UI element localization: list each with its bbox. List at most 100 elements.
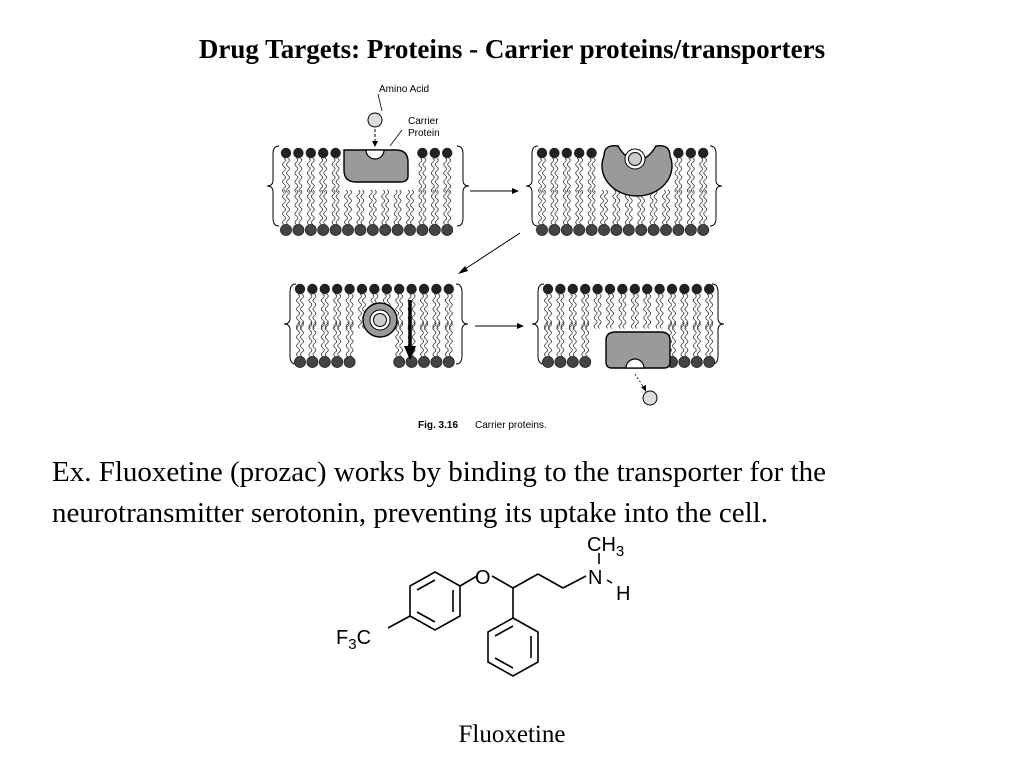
lipid-head [280, 224, 292, 236]
carrier-label-1: Carrier [408, 116, 439, 127]
lipid-head [573, 224, 586, 236]
oxygen-atom: O [475, 567, 491, 589]
lipid-head [703, 356, 716, 368]
lipid-head [342, 224, 354, 236]
lipid-tail [680, 293, 689, 329]
lipid-head [617, 283, 628, 295]
lipid-head [280, 147, 292, 159]
lipid-tail [294, 157, 303, 193]
lipid-tail [368, 189, 377, 225]
lipid-head [344, 283, 355, 295]
lipid-head [647, 224, 660, 236]
lipid-head [610, 224, 623, 236]
membrane-bracket-right [456, 145, 470, 227]
figure-number: Fig. 3.16 [418, 420, 458, 431]
lipid-tail [699, 189, 708, 225]
lipid-tail [612, 189, 621, 225]
lipid-head-row-inner [280, 189, 454, 236]
lipid-head [585, 224, 598, 236]
lipid-tail [686, 157, 695, 193]
carrier-protein-open-inside [605, 331, 671, 369]
lipid-head [678, 356, 691, 368]
binding-site [365, 149, 385, 160]
lipid-head [306, 356, 319, 368]
lipid-head [307, 283, 318, 295]
lipid-tail [432, 321, 441, 357]
lipid-tail [544, 321, 552, 357]
phenyl-ring [487, 617, 539, 677]
lipid-head [622, 224, 635, 236]
lipid-tail [705, 321, 714, 357]
lipid-head [318, 356, 331, 368]
lipid-tail [692, 321, 701, 357]
lipid-tail [606, 293, 614, 329]
lipid-tail [575, 157, 584, 193]
lipid-head [293, 147, 304, 159]
amino-acid [367, 112, 383, 128]
carrier-protein-closed [601, 145, 673, 197]
lipid-tail [331, 189, 340, 225]
nitrogen-atom: N [588, 567, 602, 589]
carrier-label-2: Protein [408, 128, 440, 139]
lipid-head [542, 356, 554, 368]
lipid-tail [282, 157, 290, 193]
lipid-tail [562, 157, 571, 193]
transition-arrow-1 [470, 188, 519, 194]
lipid-head [579, 356, 592, 368]
lipid-tail [432, 293, 441, 329]
lipid-tail [418, 157, 427, 193]
lipid-head [698, 147, 709, 159]
lipid-head [329, 224, 342, 236]
lipid-tail [593, 293, 602, 329]
lipid-tail [581, 321, 590, 357]
figure-caption-text: Carrier proteins. [475, 420, 547, 431]
lipid-tail [705, 293, 714, 329]
lipid-tail [538, 189, 546, 225]
lipid-head [381, 283, 392, 295]
lipid-tail [395, 321, 404, 357]
lipid-head [604, 283, 616, 295]
lipid-head-row-inner [536, 189, 710, 236]
lipid-tail [306, 189, 315, 225]
lipid-tail [587, 189, 596, 225]
lipid-head [684, 224, 697, 236]
carrier-protein-diagram: Amino Acid Carrier Protein [266, 84, 725, 431]
lipid-head [598, 224, 610, 236]
lipid-tail [674, 157, 683, 193]
lipid-tail [556, 321, 565, 357]
lipid-head [442, 356, 455, 368]
lipid-tail [308, 293, 317, 329]
lipid-tail [680, 321, 689, 357]
lipid-head [666, 283, 678, 295]
lipid-tail [443, 189, 452, 225]
lipid-head [404, 224, 416, 236]
lipid-head [294, 283, 306, 295]
hydrogen-atom: H [616, 583, 630, 605]
lipid-tail [430, 189, 439, 225]
lipid-head [418, 356, 430, 368]
carrier-protein [343, 149, 409, 183]
lipid-tail [333, 321, 342, 357]
lipid-tail [618, 293, 627, 329]
lipid-tail [581, 293, 590, 329]
lipid-head [560, 224, 573, 236]
lipid-tail [674, 189, 683, 225]
lipid-head [418, 283, 430, 295]
methyl-group: CH3 [587, 534, 624, 560]
lipid-tail [308, 321, 317, 357]
lipid-tail [320, 293, 329, 329]
lipid-tail [345, 293, 354, 329]
lipid-tail [544, 293, 552, 329]
lipid-head [332, 283, 343, 295]
lipid-head [369, 283, 380, 295]
lipid-tail [568, 321, 577, 357]
lipid-tail [282, 189, 290, 225]
lipid-head [574, 147, 585, 159]
lipid-head [356, 283, 368, 295]
lipid-head [394, 283, 405, 295]
lipid-head [660, 224, 672, 236]
lipid-tail [699, 157, 708, 193]
lipid-head [416, 224, 429, 236]
lipid-tail [575, 189, 584, 225]
trifluoromethyl-group: F3C [336, 627, 371, 653]
